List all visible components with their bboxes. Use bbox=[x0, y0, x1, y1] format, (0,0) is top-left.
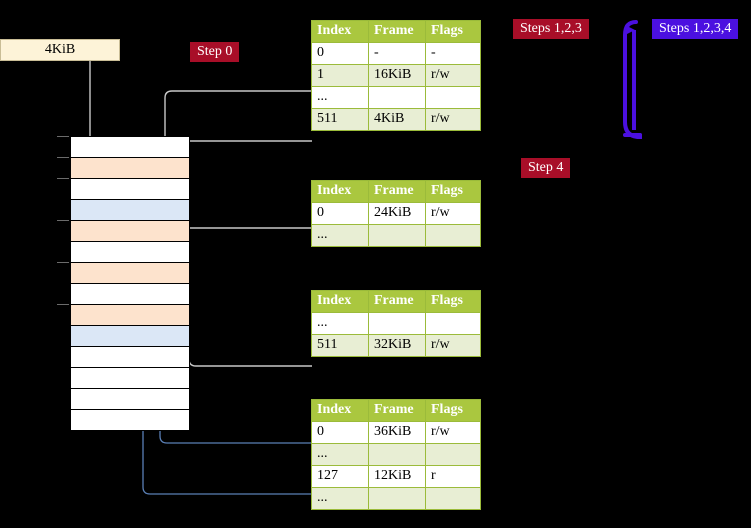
table-row: ... bbox=[311, 443, 481, 466]
table-cell-frame bbox=[368, 86, 426, 109]
memory-frame-row bbox=[70, 367, 190, 389]
memory-frame-row bbox=[70, 136, 190, 158]
badge-steps-1234: Steps 1,2,3,4 bbox=[652, 19, 739, 39]
table-cell-index: ... bbox=[311, 86, 369, 109]
physical-memory-column bbox=[57, 136, 190, 431]
table-cell-index: 511 bbox=[311, 334, 369, 357]
table-cell-frame bbox=[368, 312, 426, 335]
table-cell-frame: 36KiB bbox=[368, 421, 426, 444]
table-cell-index: 0 bbox=[311, 42, 369, 65]
memory-frame-row bbox=[70, 199, 190, 221]
memory-row-tick bbox=[57, 220, 69, 221]
column-header-index: Index bbox=[311, 20, 369, 43]
table-cell-index: 0 bbox=[311, 421, 369, 444]
table-cell-frame: 32KiB bbox=[368, 334, 426, 357]
column-header-frame: Frame bbox=[368, 20, 426, 43]
memory-row-tick bbox=[57, 136, 69, 137]
memory-frame-row bbox=[70, 325, 190, 347]
table-row: ... bbox=[311, 86, 481, 109]
table-cell-flags: r/w bbox=[425, 202, 481, 225]
table-row: 0-- bbox=[311, 42, 481, 65]
table-row: ... bbox=[311, 312, 481, 335]
table-cell-flags bbox=[425, 443, 481, 466]
table-cell-flags: r/w bbox=[425, 64, 481, 87]
memory-row-tick bbox=[57, 304, 69, 305]
memory-frame-row bbox=[70, 241, 190, 263]
memory-frame-row bbox=[70, 346, 190, 368]
column-header-flags: Flags bbox=[425, 399, 481, 422]
badge-steps-123: Steps 1,2,3 bbox=[513, 19, 589, 39]
table-cell-index: ... bbox=[311, 443, 369, 466]
column-header-flags: Flags bbox=[425, 290, 481, 313]
table-cell-frame: 12KiB bbox=[368, 465, 426, 488]
table-cell-frame bbox=[368, 487, 426, 510]
memory-frame-row bbox=[70, 388, 190, 410]
table-cell-index: ... bbox=[311, 487, 369, 510]
column-header-frame: Frame bbox=[368, 290, 426, 313]
table-cell-flags bbox=[425, 224, 481, 247]
memory-frame-row bbox=[70, 283, 190, 305]
table-cell-frame: 24KiB bbox=[368, 202, 426, 225]
table-cell-flags: r/w bbox=[425, 334, 481, 357]
column-header-frame: Frame bbox=[368, 180, 426, 203]
badge-step-4: Step 4 bbox=[521, 158, 571, 178]
column-header-index: Index bbox=[311, 180, 369, 203]
table-cell-flags: - bbox=[425, 42, 481, 65]
memory-frame-row bbox=[70, 220, 190, 242]
page-size-box: 4KiB bbox=[0, 39, 120, 61]
table-cell-flags: r bbox=[425, 465, 481, 488]
column-header-index: Index bbox=[311, 399, 369, 422]
table-cell-index: ... bbox=[311, 224, 369, 247]
badge-step-0: Step 0 bbox=[190, 42, 240, 62]
memory-frame-row bbox=[70, 178, 190, 200]
column-header-flags: Flags bbox=[425, 180, 481, 203]
table-cell-frame: 16KiB bbox=[368, 64, 426, 87]
memory-frame-row bbox=[70, 304, 190, 326]
table-cell-frame bbox=[368, 443, 426, 466]
table-row: ... bbox=[311, 487, 481, 510]
memory-row-tick bbox=[57, 262, 69, 263]
memory-row-tick bbox=[57, 178, 69, 179]
memory-frame-row bbox=[70, 262, 190, 284]
table-cell-index: 127 bbox=[311, 465, 369, 488]
table-cell-frame: - bbox=[368, 42, 426, 65]
table-cell-flags bbox=[425, 312, 481, 335]
table-cell-index: 1 bbox=[311, 64, 369, 87]
table-cell-index: 0 bbox=[311, 202, 369, 225]
table-cell-flags: r/w bbox=[425, 108, 481, 131]
column-header-index: Index bbox=[311, 290, 369, 313]
table-cell-frame bbox=[368, 224, 426, 247]
table-row: ... bbox=[311, 224, 481, 247]
table-cell-index: ... bbox=[311, 312, 369, 335]
table-cell-flags bbox=[425, 86, 481, 109]
memory-frame-row bbox=[70, 409, 190, 431]
column-header-flags: Flags bbox=[425, 20, 481, 43]
memory-row-tick bbox=[57, 157, 69, 158]
table-cell-flags: r/w bbox=[425, 421, 481, 444]
table-cell-frame: 4KiB bbox=[368, 108, 426, 131]
column-header-frame: Frame bbox=[368, 399, 426, 422]
memory-frame-row bbox=[70, 157, 190, 179]
table-cell-index: 511 bbox=[311, 108, 369, 131]
table-cell-flags bbox=[425, 487, 481, 510]
